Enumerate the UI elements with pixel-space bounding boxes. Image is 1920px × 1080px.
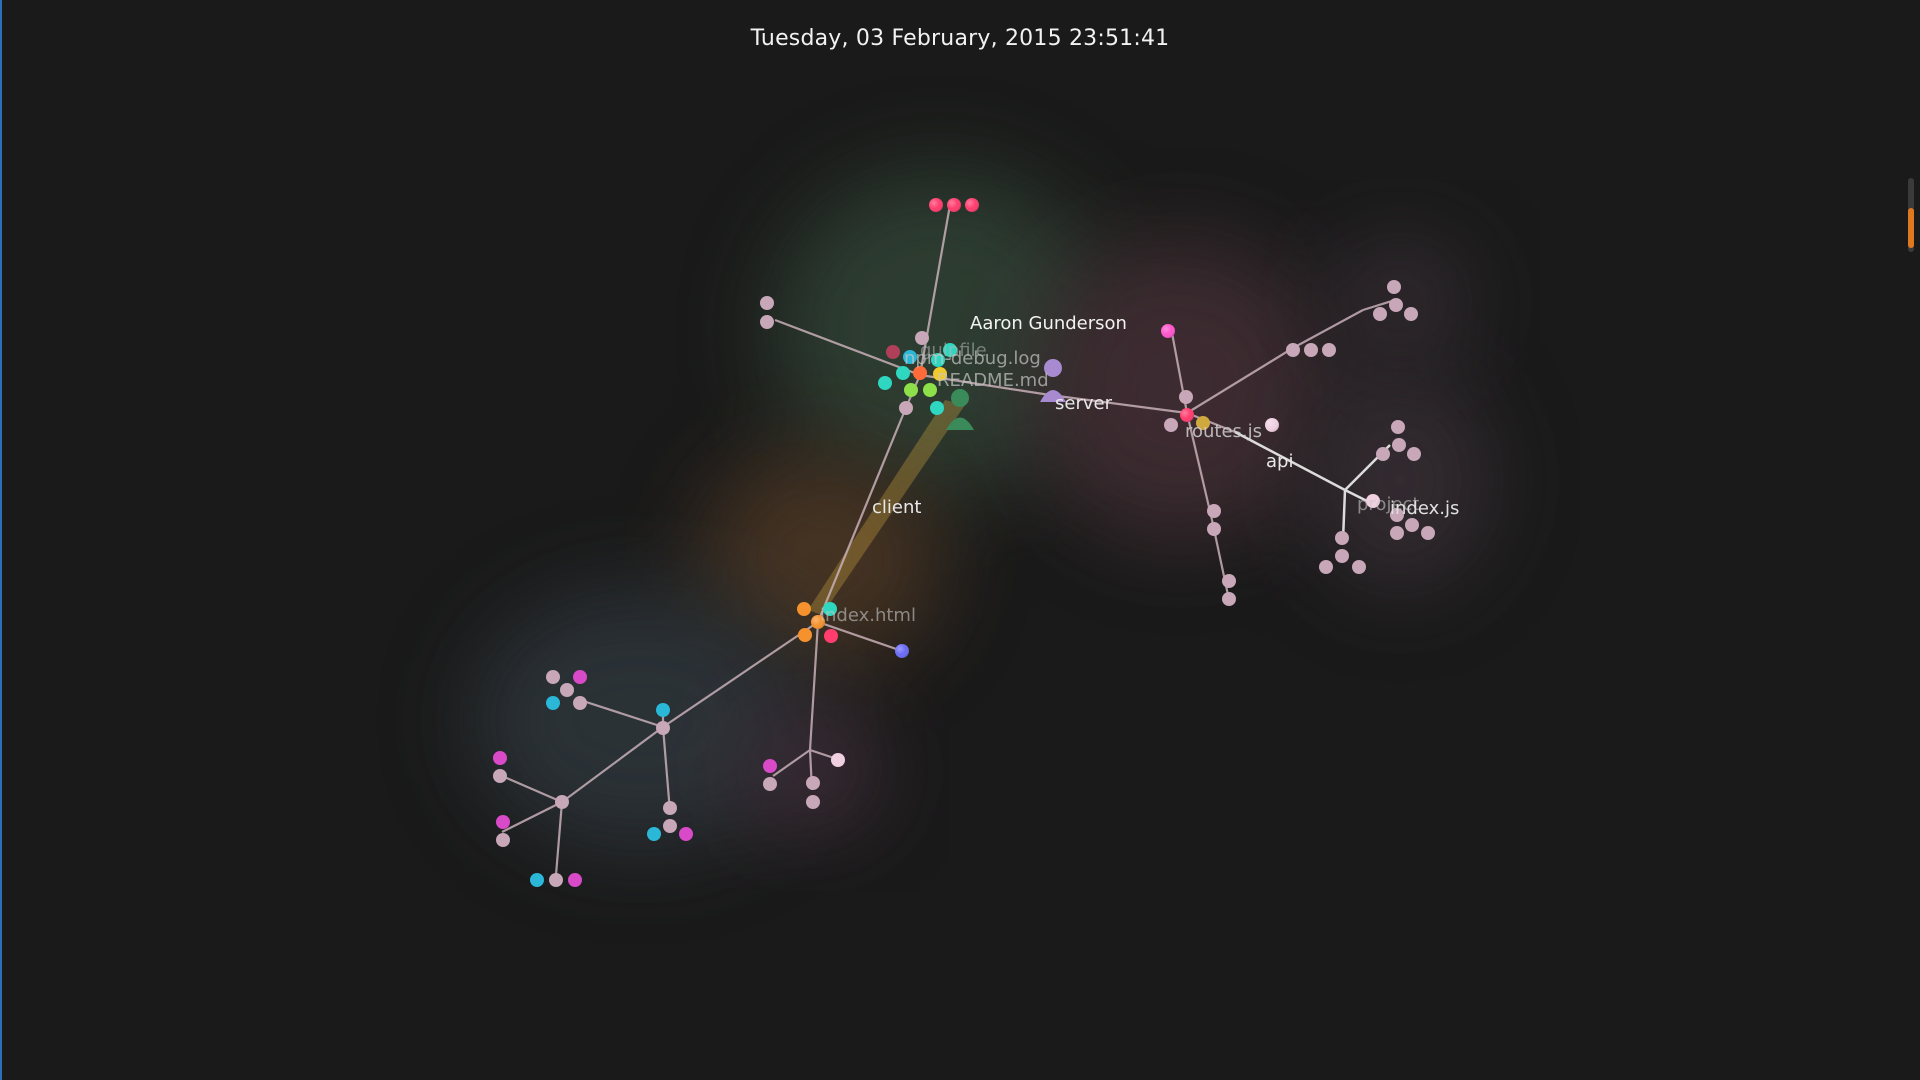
user-avatar-secondary [946, 389, 974, 430]
client-label: client [872, 497, 921, 518]
date-time-display: Tuesday, 03 February, 2015 23:51:41 [750, 26, 1170, 51]
server-label: server [1055, 393, 1113, 414]
user-activity-beam [808, 400, 965, 615]
api-label: api [1266, 451, 1293, 472]
project-label: project [1357, 494, 1419, 515]
window-edge [0, 0, 2, 1080]
vertical-scrollbar[interactable] [1908, 178, 1914, 252]
npm-debug-label: npm-debug.log [904, 348, 1041, 369]
routes-js-label: routes.js [1185, 421, 1262, 442]
graph-labels: Aaron Gunderson gulpfile npm-debug.log R… [820, 313, 1459, 626]
index-html-label: index.html [820, 605, 916, 626]
glow-layer [470, 170, 1490, 850]
user-avatar[interactable] [1040, 359, 1066, 402]
index-js-label: index.js [1390, 498, 1459, 519]
node-shading [811, 198, 1279, 658]
scrollbar-thumb[interactable] [1908, 208, 1914, 248]
readme-label: README.md [937, 370, 1049, 391]
user-name-label: Aaron Gunderson [970, 313, 1127, 334]
gulpfile-label: gulpfile [920, 340, 987, 361]
